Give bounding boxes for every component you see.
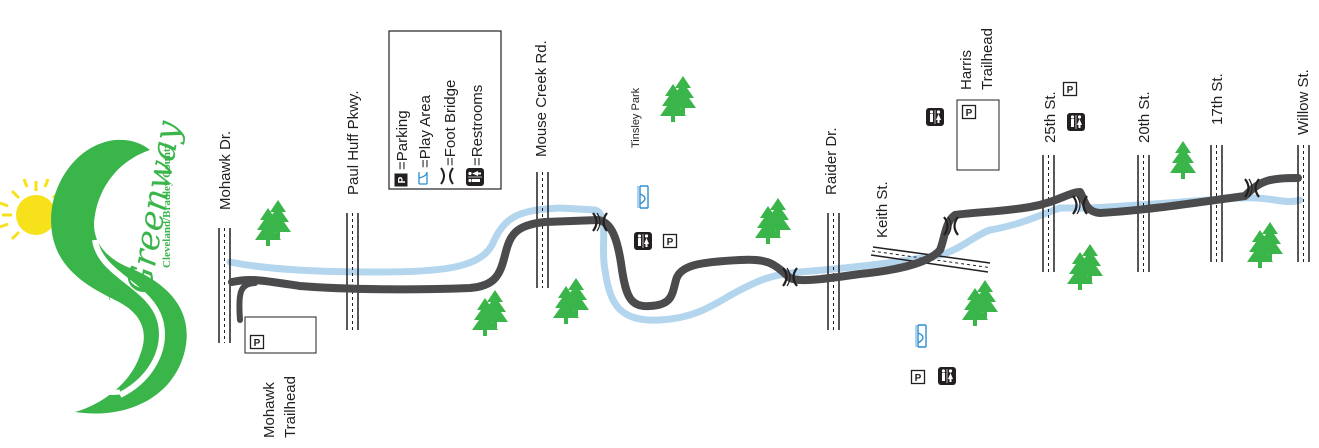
greenway-s-shape bbox=[51, 139, 187, 414]
road-willow bbox=[1297, 145, 1310, 262]
legend-label-foot-bridge: =Foot Bridge bbox=[442, 80, 459, 166]
tree-icon bbox=[660, 76, 696, 122]
road-paul-huff bbox=[346, 213, 359, 330]
street-label-mohawk: Mohawk Dr. bbox=[217, 131, 234, 210]
parking-icon bbox=[961, 104, 977, 120]
tree-icon bbox=[553, 278, 589, 324]
road-25th bbox=[1042, 155, 1055, 272]
street-label-keith: Keith St. bbox=[874, 181, 891, 238]
foot-bridge-icon bbox=[440, 167, 454, 185]
legend-item-play-area: =Play Area bbox=[417, 94, 434, 185]
roads bbox=[218, 145, 1310, 343]
tree-icon bbox=[962, 280, 998, 326]
legend-item-foot-bridge: =Foot Bridge bbox=[440, 80, 459, 185]
place-label-harris-trailhead-1: Harris bbox=[958, 50, 975, 90]
play-area-icon bbox=[637, 185, 649, 209]
svg-text:P: P bbox=[397, 176, 408, 183]
tree-icon bbox=[255, 200, 291, 246]
restrooms-icon bbox=[465, 167, 485, 187]
street-label-17th: 17th St. bbox=[1209, 73, 1226, 125]
street-label-mouse-creek: Mouse Creek Rd. bbox=[533, 40, 550, 157]
legend-label-parking: =Parking bbox=[394, 110, 411, 170]
legend-item-restrooms: =Restrooms bbox=[465, 85, 486, 187]
street-label-raider: Raider Dr. bbox=[823, 127, 840, 195]
legend-label-play-area: =Play Area bbox=[417, 94, 434, 168]
tree-icon bbox=[1170, 141, 1196, 179]
tree-icon bbox=[472, 290, 508, 336]
parking-icon bbox=[1062, 81, 1078, 97]
parking-icon bbox=[910, 369, 926, 385]
legend-label-restrooms: =Restrooms bbox=[469, 85, 486, 166]
play-area-icon bbox=[915, 324, 927, 348]
tree-icon bbox=[1247, 222, 1283, 268]
legend-item-parking: P =Parking bbox=[394, 110, 411, 187]
place-label-tinsley-park: Tinsley Park bbox=[630, 87, 642, 148]
parking-icon: P bbox=[394, 173, 408, 187]
street-label-willow: Willow St. bbox=[1295, 69, 1312, 135]
legend: P =Parking =Play Area =Foot Bridge =Rest… bbox=[388, 30, 502, 190]
legend-box bbox=[388, 30, 502, 190]
street-label-paul-huff: Paul Huff Pkwy. bbox=[345, 91, 362, 196]
greenway-logo: The Greenway Cleveland/Bradley County bbox=[0, 117, 189, 414]
tree-icon bbox=[1067, 244, 1103, 290]
restrooms-icon bbox=[937, 366, 957, 386]
parking-icon bbox=[249, 334, 265, 350]
street-label-25th: 25th St. bbox=[1042, 91, 1059, 143]
tree-icon bbox=[755, 198, 791, 244]
logo-the: The bbox=[107, 283, 119, 300]
restrooms-icon bbox=[1066, 112, 1086, 132]
road-mouse-creek bbox=[536, 172, 549, 288]
restrooms-icon bbox=[633, 231, 653, 251]
restrooms-icon bbox=[925, 107, 945, 127]
road-raider bbox=[827, 213, 840, 330]
road-mohawk bbox=[218, 228, 231, 343]
logo-subtitle: Cleveland/Bradley County bbox=[161, 143, 173, 268]
parking-icon bbox=[662, 233, 678, 249]
play-area-icon bbox=[418, 171, 428, 185]
trail-spur-mohawk bbox=[236, 280, 258, 323]
sun-icon bbox=[0, 178, 62, 241]
street-label-20th: 20th St. bbox=[1136, 91, 1153, 143]
place-label-harris-trailhead-2: Trailhead bbox=[979, 28, 996, 90]
place-label-mohawk-trailhead-1: Mohawk bbox=[261, 382, 278, 438]
place-label-mohawk-trailhead-2: Trailhead bbox=[282, 376, 299, 438]
